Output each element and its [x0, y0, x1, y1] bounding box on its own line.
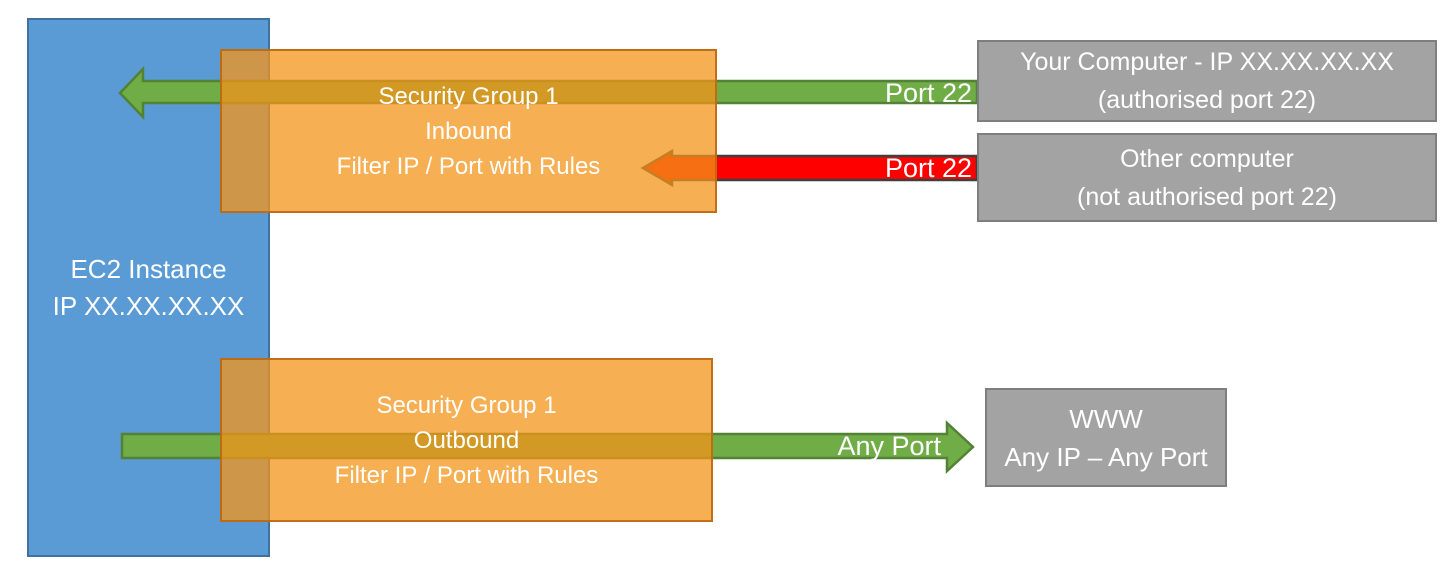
www-title: WWW — [1069, 403, 1143, 434]
other-computer-authorisation: (not authorised port 22) — [1077, 182, 1337, 211]
sg-outbound-rule: Filter IP / Port with Rules — [334, 461, 599, 489]
inbound-denied-port-label: Port 22 — [884, 153, 972, 183]
sg-outbound-direction: Outbound — [413, 426, 520, 454]
other-computer-title: Other computer — [1120, 144, 1294, 173]
sg-inbound-title: Security Group 1 — [378, 82, 559, 110]
sg-inbound-direction: Inbound — [425, 117, 512, 145]
www-scope: Any IP – Any Port — [1004, 441, 1208, 472]
ec2-instance-name: EC2 Instance — [70, 253, 227, 284]
outbound-any-port-label: Any Port — [837, 431, 941, 461]
your-computer-title: Your Computer - IP XX.XX.XX.XX — [1020, 48, 1394, 76]
ec2-instance-ip: IP XX.XX.XX.XX — [52, 290, 245, 321]
www-box: WWW Any IP – Any Port — [985, 388, 1227, 487]
sg-outbound-title: Security Group 1 — [376, 391, 557, 419]
your-computer-box: Your Computer - IP XX.XX.XX.XX (authoris… — [977, 40, 1437, 122]
security-group-inbound-box: Security Group 1 Inbound Filter IP / Por… — [220, 49, 717, 213]
your-computer-authorisation: (authorised port 22) — [1097, 86, 1317, 114]
inbound-allowed-port-label: Port 22 — [884, 78, 972, 108]
other-computer-box: Other computer (not authorised port 22) — [977, 133, 1437, 222]
sg-inbound-rule: Filter IP / Port with Rules — [336, 152, 601, 180]
security-group-outbound-box: Security Group 1 Outbound Filter IP / Po… — [220, 358, 713, 522]
